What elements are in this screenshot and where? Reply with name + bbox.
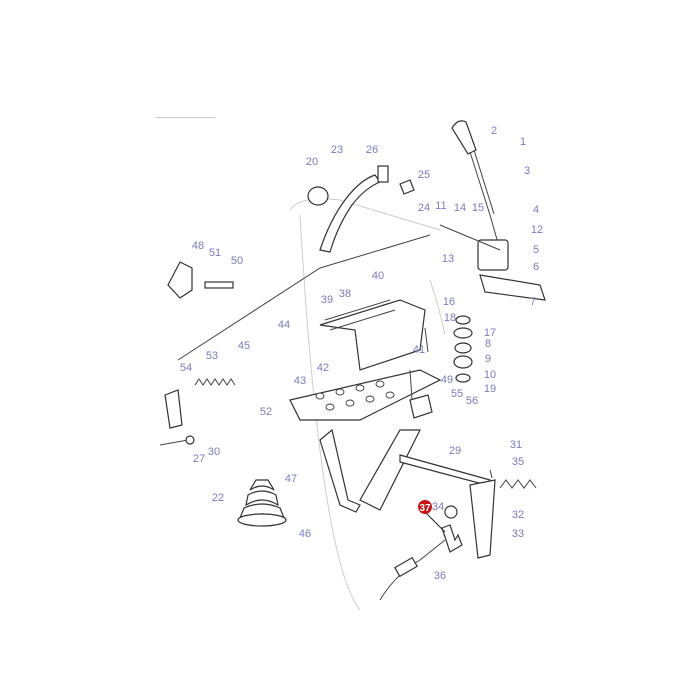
callout-label-36[interactable]: 36: [434, 570, 446, 582]
callout-label-25[interactable]: 25: [418, 169, 430, 181]
callout-label-9[interactable]: 9: [485, 353, 491, 365]
callout-label-6[interactable]: 6: [533, 261, 539, 273]
callout-label-2[interactable]: 2: [491, 125, 497, 137]
callout-label-31[interactable]: 31: [510, 439, 522, 451]
diagram-reference-tag: [155, 111, 215, 118]
callout-label-12[interactable]: 12: [531, 224, 543, 236]
callout-label-4[interactable]: 4: [533, 204, 539, 216]
callout-label-20[interactable]: 20: [306, 156, 318, 168]
callout-label-45[interactable]: 45: [238, 340, 250, 352]
spring-stack: [453, 315, 473, 383]
callout-label-3[interactable]: 3: [524, 165, 530, 177]
callout-label-46[interactable]: 46: [299, 528, 311, 540]
callout-label-40[interactable]: 40: [372, 270, 384, 282]
callout-label-51[interactable]: 51: [209, 247, 221, 259]
callout-label-50[interactable]: 50: [231, 255, 243, 267]
callout-label-43[interactable]: 43: [294, 375, 306, 387]
callout-label-22[interactable]: 22: [212, 492, 224, 504]
callout-label-54[interactable]: 54: [180, 362, 192, 374]
highlighted-label: 37: [419, 503, 431, 514]
callout-label-38[interactable]: 38: [339, 288, 351, 300]
callout-label-10[interactable]: 10: [484, 369, 496, 381]
callout-label-8[interactable]: 8: [485, 338, 491, 350]
callout-label-23[interactable]: 23: [331, 144, 343, 156]
callout-label-27[interactable]: 27: [193, 453, 205, 465]
callout-label-48[interactable]: 48: [192, 240, 204, 252]
callout-label-35[interactable]: 35: [512, 456, 524, 468]
callout-label-39[interactable]: 39: [321, 294, 333, 306]
callout-label-52[interactable]: 52: [260, 406, 272, 418]
callout-label-55[interactable]: 55: [451, 388, 463, 400]
highlighted-part-37[interactable]: 37: [418, 500, 446, 533]
callout-label-34[interactable]: 34: [432, 501, 444, 513]
callout-label-14[interactable]: 14: [454, 202, 466, 214]
callout-label-11[interactable]: 11: [435, 200, 446, 212]
callout-label-24[interactable]: 24: [418, 202, 430, 214]
callout-label-47[interactable]: 47: [285, 473, 297, 485]
gear-lever: [439, 120, 546, 301]
callout-label-17[interactable]: 17: [484, 327, 496, 339]
callout-label-41[interactable]: 41: [413, 344, 425, 356]
callout-label-16[interactable]: 16: [443, 296, 455, 308]
callout-label-32[interactable]: 32: [512, 509, 524, 521]
callout-label-5[interactable]: 5: [533, 244, 539, 256]
callout-label-30[interactable]: 30: [208, 446, 220, 458]
callout-label-29[interactable]: 29: [449, 445, 461, 457]
callout-label-33[interactable]: 33: [512, 528, 524, 540]
callout-label-49[interactable]: 49: [441, 374, 453, 386]
callout-label-44[interactable]: 44: [278, 319, 290, 331]
callout-label-53[interactable]: 53: [206, 350, 218, 362]
callout-label-26[interactable]: 26: [366, 144, 378, 156]
callout-label-56[interactable]: 56: [466, 395, 478, 407]
callout-label-13[interactable]: 13: [442, 253, 454, 265]
callout-label-15[interactable]: 15: [472, 202, 484, 214]
callout-label-42[interactable]: 42: [317, 362, 329, 374]
callout-label-7[interactable]: 7: [530, 296, 536, 308]
highlight-marker: [418, 500, 432, 514]
callout-label-1[interactable]: 1: [520, 136, 526, 148]
callout-label-19[interactable]: 19: [484, 383, 496, 395]
callout-label-18[interactable]: 18: [444, 312, 456, 324]
